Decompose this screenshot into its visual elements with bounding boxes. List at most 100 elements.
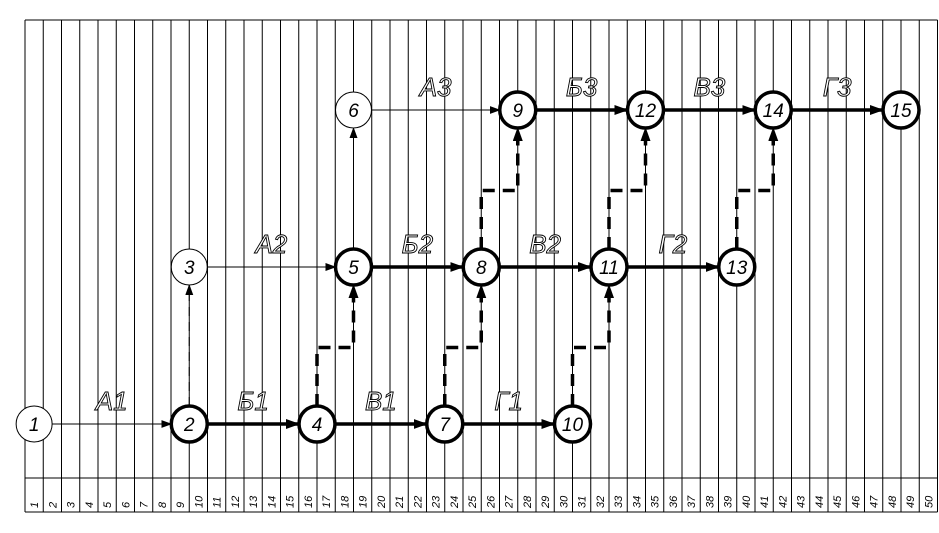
event-number: 2 [183,415,195,436]
event-number: 7 [439,415,451,436]
time-tick-label: 31 [577,496,589,508]
event-circle [297,404,337,444]
work-label: В2 [529,229,561,259]
work-label: В3 [693,72,725,102]
time-tick-label: 9 [175,502,187,508]
time-tick-label: 14 [266,496,278,508]
event-number: 15 [890,101,912,122]
time-tick-label: 41 [759,496,771,508]
event-circle [498,90,538,130]
time-tick-label: 25 [467,495,479,509]
time-tick-label: 10 [193,495,205,508]
work-label: Б1 [237,386,268,416]
event-circle [15,405,53,443]
time-tick-label: 40 [741,495,753,508]
event-number: 1 [29,415,40,436]
event-node: 15 [881,90,921,130]
time-tick-label: 23 [431,495,443,509]
event-number: 12 [635,101,657,122]
time-tick-label: 20 [376,495,388,509]
event-circle [333,247,374,287]
work-label: Г3 [823,72,852,102]
works-layer [52,105,884,429]
event-node: 7 [425,404,465,444]
event-node: 14 [753,90,793,130]
dependencies-layer [185,127,779,406]
work-label: Г2 [659,229,688,259]
event-node: 13 [717,247,757,287]
event-circle [170,248,208,286]
event-node: 2 [169,404,209,444]
work-label: А3 [418,72,452,102]
time-tick-label: 17 [321,495,333,508]
dependency-arrow [607,127,651,249]
time-tick-label: 48 [887,495,899,508]
event-node: 4 [297,404,337,444]
time-tick-label: 11 [212,497,224,508]
time-tick-label: 47 [869,495,881,508]
event-node: 10 [552,404,593,444]
event-circle [552,404,593,444]
event-circle [625,90,666,130]
event-number: 9 [512,101,523,122]
event-circle [461,247,501,287]
time-tick-label: 42 [777,496,789,508]
event-circle [169,404,209,444]
time-tick-label: 28 [522,495,534,509]
time-tick-label: 24 [449,496,461,509]
event-node: 11 [589,247,629,287]
time-tick-label: 45 [832,495,844,508]
time-tick-label: 39 [723,496,735,508]
time-tick-label: 49 [905,496,917,508]
event-number: 14 [763,101,784,122]
event-number: 13 [726,258,748,279]
event-number: 6 [348,101,359,122]
event-number: 5 [348,258,359,279]
dependency-arrow [315,284,359,406]
time-tick-label: 7 [139,501,151,508]
time-tick-label: 1 [29,502,41,508]
time-tick-label: 16 [303,495,315,508]
time-tick-label: 30 [558,495,570,508]
event-number: 3 [184,258,195,279]
time-tick-label: 18 [339,495,351,508]
work-label: В1 [365,386,397,416]
dependency-arrow [479,127,523,249]
time-tick-label: 46 [850,495,862,508]
time-tick-label: 34 [631,496,643,508]
time-tick-label: 50 [923,495,935,508]
event-circle [717,247,757,287]
work-label: Б3 [566,72,598,102]
time-tick-label: 27 [504,495,516,509]
time-tick-label: 22 [412,496,424,509]
time-tick-label: 2 [47,502,59,509]
time-tick-label: 32 [595,496,607,508]
work-label: Г1 [494,386,523,416]
time-tick-label: 33 [613,495,625,508]
event-number: 8 [476,258,487,279]
time-tick-label: 44 [814,496,826,508]
dependency-arrow [443,284,487,406]
time-tick-label: 4 [84,502,96,508]
time-tick-label: 3 [66,501,78,508]
event-circle [881,90,921,130]
time-tick-label: 12 [230,496,242,508]
time-tick-label: 8 [157,501,169,508]
event-node: 12 [625,90,666,130]
time-tick-label: 26 [485,495,497,509]
time-tick-label: 6 [120,501,132,508]
dependency-arrow [570,284,614,406]
work-label: Б2 [402,229,434,259]
event-node: 6 [335,91,372,129]
time-tick-label: 19 [358,496,370,508]
time-tick-label: 37 [686,495,698,508]
event-node: 3 [170,248,208,286]
time-tick-label: 21 [394,496,406,509]
event-number: 11 [599,258,619,279]
time-tick-label: 35 [650,495,662,508]
time-tick-label: 38 [704,495,716,508]
